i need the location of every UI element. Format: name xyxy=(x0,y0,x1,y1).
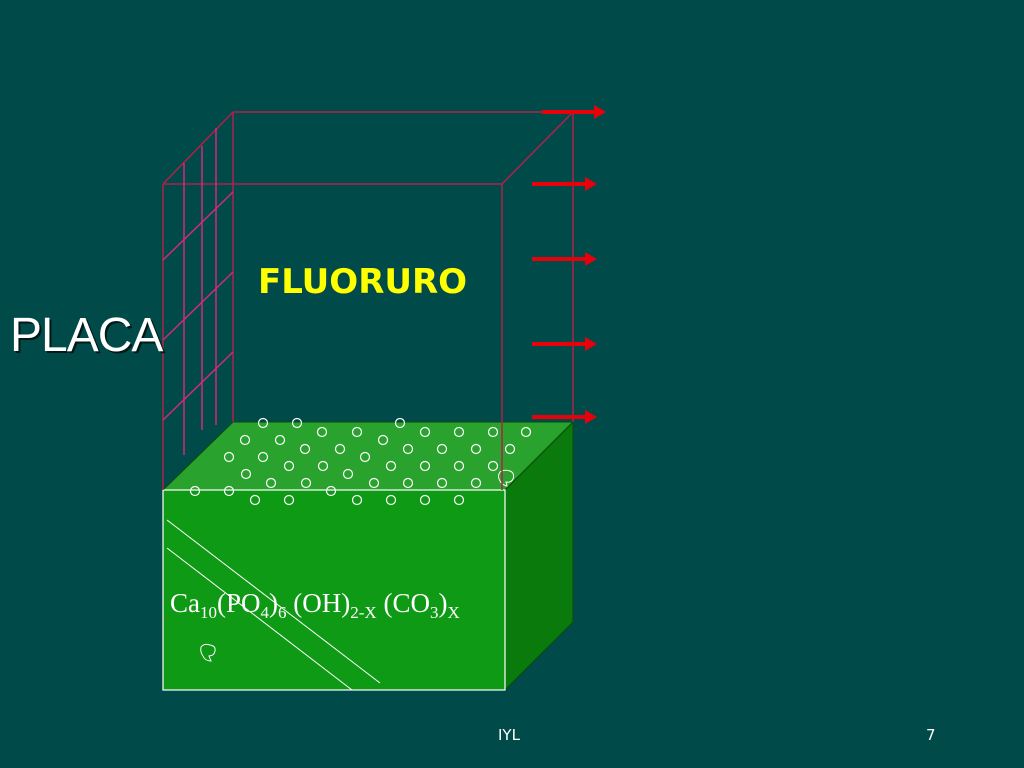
fluoride-particle xyxy=(334,443,346,455)
hydroxyapatite-formula: Ca10(PO4)6 (OH)2-X (CO3)X xyxy=(170,588,460,623)
formula-subscript: 3 xyxy=(429,603,439,622)
fluoride-particle xyxy=(189,485,201,497)
fluoride-particle xyxy=(300,477,312,489)
grid-line xyxy=(162,271,234,341)
fluoride-label: FLUORURO xyxy=(258,262,468,302)
enamel-prism-line xyxy=(166,547,353,691)
footer-author: IYL xyxy=(498,726,520,744)
fluoride-particle xyxy=(257,417,269,429)
fluoride-particle xyxy=(419,460,431,472)
formula-part: (OH) xyxy=(286,588,351,618)
enamel-block xyxy=(161,420,575,692)
formula-part: (CO xyxy=(376,588,430,618)
fluoride-particle xyxy=(470,477,482,489)
fluoride-particle xyxy=(402,477,414,489)
formula-subscript: 4 xyxy=(260,603,270,622)
fluoride-particle xyxy=(265,477,277,489)
fluoride-particle xyxy=(385,494,397,506)
fluoride-particle xyxy=(419,426,431,438)
formula-subscript: 2-X xyxy=(350,603,377,622)
arrow-right-icon xyxy=(532,337,597,351)
arrow-right-icon xyxy=(542,105,606,119)
plaque-cube xyxy=(162,111,574,490)
fluoride-particle xyxy=(504,443,516,455)
fluoride-particle xyxy=(316,426,328,438)
formula-subscript: 6 xyxy=(278,603,287,622)
fluoride-particle xyxy=(239,434,251,446)
fluoride-particle xyxy=(257,451,269,463)
formula-part: ) xyxy=(269,588,279,618)
fluoride-particle xyxy=(223,485,235,497)
grid-line xyxy=(162,191,234,261)
fluoride-particle xyxy=(351,494,363,506)
fluoride-particle xyxy=(394,417,406,429)
plaque-label: PLACA xyxy=(10,309,163,362)
plaque-side-grid xyxy=(162,128,234,455)
fluoride-particle xyxy=(249,494,261,506)
fluoride-particle xyxy=(453,460,465,472)
fluoride-particle xyxy=(317,460,329,472)
fluoride-particle xyxy=(351,426,363,438)
enamel-prism-line xyxy=(166,519,381,684)
formula-part: ) xyxy=(438,588,448,618)
fluoride-particle xyxy=(436,443,448,455)
fluoride-particle xyxy=(368,477,380,489)
fluoride-particle xyxy=(453,494,465,506)
arrow-right-icon xyxy=(532,252,597,266)
enamel-defect-icon xyxy=(498,469,515,487)
fluoride-particle xyxy=(453,426,465,438)
fluoride-particle xyxy=(436,477,448,489)
fluoride-particle xyxy=(359,451,371,463)
formula-subscript: X xyxy=(447,603,460,622)
arrow-right-icon xyxy=(532,410,597,424)
fluoride-particle xyxy=(223,451,235,463)
fluoride-particle xyxy=(283,494,295,506)
fluoride-particles xyxy=(189,417,532,506)
fluoride-flow-arrows xyxy=(532,105,606,424)
plaque-edge xyxy=(162,111,234,185)
fluoride-particle xyxy=(402,443,414,455)
plaque-edge xyxy=(501,111,574,185)
formula-subscript: 10 xyxy=(200,603,217,622)
enamel-defect-icon xyxy=(200,643,216,662)
formula-part: Ca xyxy=(170,588,200,618)
fluoride-particle xyxy=(487,426,499,438)
formula-part: (PO xyxy=(217,588,261,618)
fluoride-particle xyxy=(342,468,354,480)
fluoride-particle xyxy=(240,468,252,480)
fluoride-particle xyxy=(274,434,286,446)
fluoride-particle xyxy=(520,426,532,438)
fluoride-particle xyxy=(487,460,499,472)
fluoride-particle xyxy=(377,434,389,446)
fluoride-particle xyxy=(470,443,482,455)
fluoride-particle xyxy=(291,417,303,429)
enamel-front-face xyxy=(162,489,506,691)
fluoride-particle xyxy=(283,460,295,472)
arrow-right-icon xyxy=(532,177,597,191)
fluoride-particle xyxy=(325,485,337,497)
fluoride-particle xyxy=(385,460,397,472)
grid-line xyxy=(162,351,234,421)
slide-number: 7 xyxy=(926,726,936,744)
fluoride-particle xyxy=(419,494,431,506)
fluoride-particle xyxy=(299,443,311,455)
